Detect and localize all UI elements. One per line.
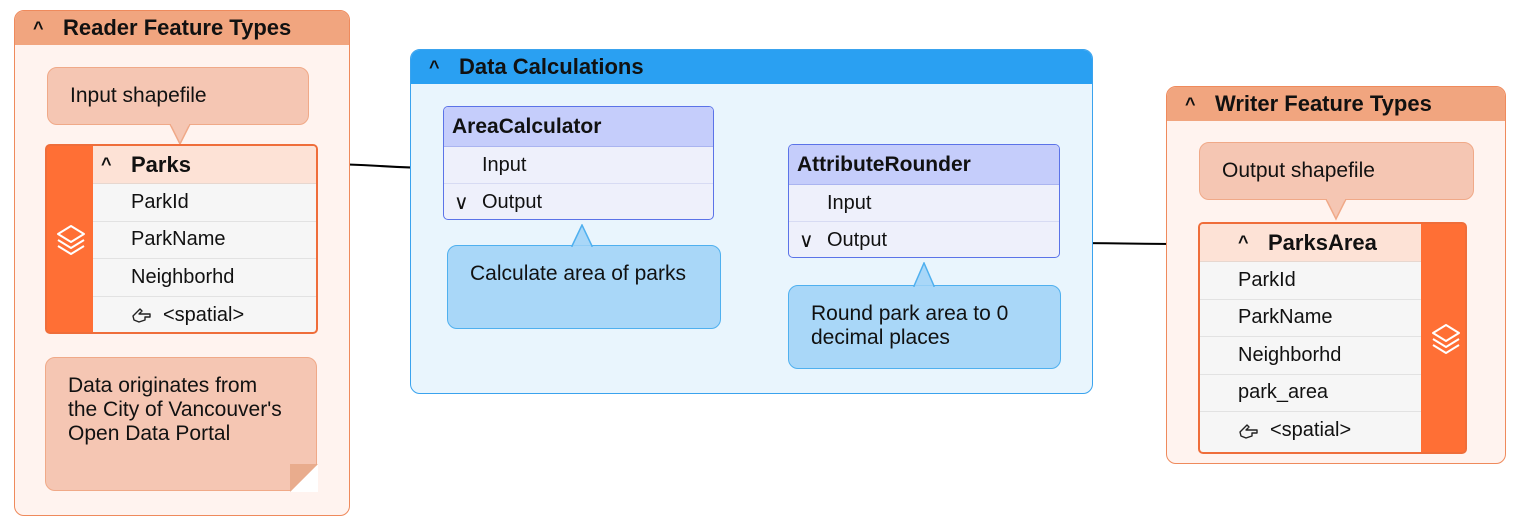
- output-port[interactable]: ∨ Output: [454, 191, 543, 214]
- pointer-hand-icon: [1239, 424, 1258, 439]
- layers-icon: [57, 225, 85, 255]
- parks-feature-type-header[interactable]: ^ Parks: [93, 146, 316, 184]
- chevron-down-icon[interactable]: ∨: [799, 230, 814, 252]
- parks-feature-type-name: Parks: [131, 151, 191, 177]
- attribute-row[interactable]: ParkName: [1200, 300, 1421, 337]
- layers-icon: [1432, 324, 1460, 354]
- areacalculator-header[interactable]: AreaCalculator: [444, 107, 713, 147]
- attribute-row[interactable]: Neighborhd: [93, 259, 316, 297]
- annotation-pointer: [169, 124, 191, 146]
- parks-feature-type[interactable]: ^ Parks ParkId ParkName Neighborhd <spat…: [45, 144, 318, 334]
- attribute-row[interactable]: park_area: [1200, 375, 1421, 412]
- note-fold-icon: [290, 464, 318, 492]
- data-calculations-title: Data Calculations: [459, 54, 644, 79]
- input-port[interactable]: Input: [444, 147, 713, 184]
- geometry-row[interactable]: <spatial>: [93, 297, 316, 333]
- pointer-hand-icon: [132, 308, 151, 323]
- attribute-row[interactable]: ParkName: [93, 222, 316, 259]
- collapse-caret-icon[interactable]: ^: [429, 56, 440, 77]
- collapse-caret-icon[interactable]: ^: [33, 17, 44, 38]
- input-shapefile-annotation[interactable]: Input shapefile: [47, 67, 309, 125]
- attribute-row[interactable]: ParkId: [1200, 262, 1421, 300]
- attributerounder-transformer[interactable]: AttributeRounder Input ∨ Output: [788, 144, 1060, 258]
- output-shapefile-annotation[interactable]: Output shapefile: [1199, 142, 1474, 200]
- areacalculator-annotation[interactable]: Calculate area of parks: [447, 245, 721, 329]
- areacalculator-transformer[interactable]: AreaCalculator Input ∨ Output: [443, 106, 714, 220]
- chevron-down-icon[interactable]: ∨: [454, 192, 469, 214]
- annotation-pointer: [1325, 199, 1347, 221]
- attribute-row[interactable]: ParkId: [93, 184, 316, 222]
- data-source-annotation[interactable]: Data originates from the City of Vancouv…: [45, 357, 317, 491]
- output-port[interactable]: ∨ Output: [799, 229, 888, 252]
- collapse-caret-icon[interactable]: ^: [1238, 232, 1249, 252]
- attributerounder-header[interactable]: AttributeRounder: [789, 145, 1059, 185]
- writer-bookmark-header[interactable]: ^ Writer Feature Types: [1167, 87, 1505, 121]
- geometry-row[interactable]: <spatial>: [1200, 412, 1421, 450]
- parksarea-feature-type-header[interactable]: ^ ParksArea: [1200, 224, 1421, 262]
- collapse-caret-icon[interactable]: ^: [1185, 93, 1196, 114]
- reader-bookmark-title: Reader Feature Types: [63, 15, 292, 40]
- annotation-pointer: [570, 224, 594, 247]
- attribute-row[interactable]: Neighborhd: [1200, 337, 1421, 375]
- writer-bookmark-title: Writer Feature Types: [1215, 91, 1432, 116]
- collapse-caret-icon[interactable]: ^: [101, 154, 112, 174]
- parksarea-feature-type[interactable]: ^ ParksArea ParkId ParkName Neighborhd p…: [1198, 222, 1467, 454]
- data-calculations-header[interactable]: ^ Data Calculations: [411, 50, 1092, 84]
- input-port[interactable]: Input: [789, 185, 1059, 222]
- attributerounder-annotation[interactable]: Round park area to 0 decimal places: [788, 285, 1061, 369]
- parksarea-feature-type-name: ParksArea: [1268, 229, 1377, 255]
- annotation-pointer: [912, 262, 936, 287]
- reader-bookmark-header[interactable]: ^ Reader Feature Types: [15, 11, 349, 45]
